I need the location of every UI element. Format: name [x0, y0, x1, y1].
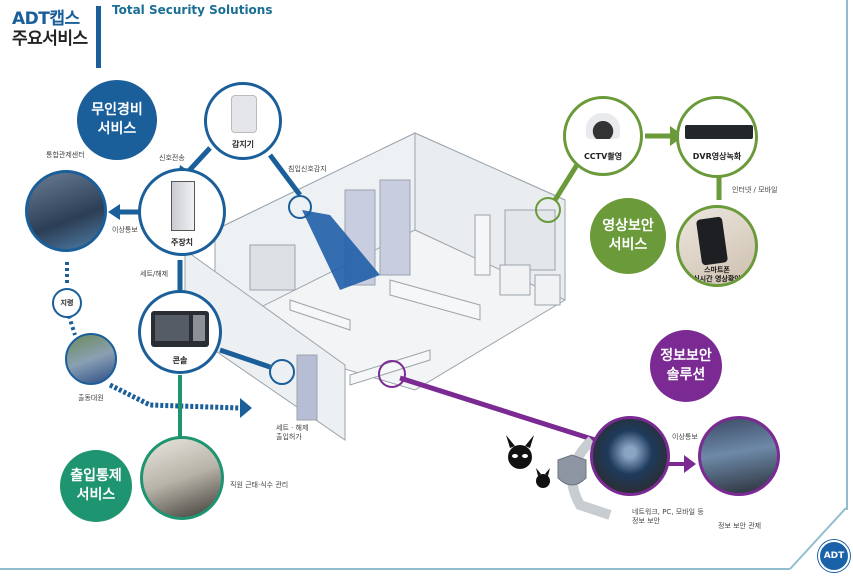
service-title-line2: 서비스	[97, 121, 137, 137]
adt-logo: ADT	[818, 540, 850, 572]
controller-label: 주장치	[170, 238, 194, 247]
set-release-entry-label: 세트 · 해제 출입허가	[276, 424, 308, 442]
cctv-spot-ring	[535, 197, 561, 223]
service-title-line2: 서비스	[608, 237, 648, 253]
brand-title: ADT캡스	[12, 9, 80, 29]
desk	[349, 349, 431, 386]
set-release-entry-line1: 세트 · 해제	[276, 424, 309, 432]
reader-label: 콘솔	[172, 356, 188, 365]
malware-devil-icon	[506, 435, 534, 469]
controller-node[interactable]: 주장치	[138, 168, 226, 256]
service-title-line1: 출입통제	[70, 468, 122, 485]
network-security-photo	[590, 416, 670, 496]
window-blind	[249, 244, 296, 291]
security-control-room-photo	[698, 416, 780, 496]
smartphone-node[interactable]: 스마트폰 실시간 영상확인	[676, 205, 758, 287]
smartphone-label-line2: 실시간 영상확인	[693, 275, 741, 284]
employees-label: 직원 근태·식수 관리	[230, 481, 289, 489]
desk	[289, 299, 351, 331]
pc-spot-ring	[378, 360, 406, 388]
video-security-service-badge[interactable]: 영상보안 서비스	[590, 198, 666, 274]
netsec-label-line1: 네트워크, PC, 모바일 등	[632, 508, 704, 516]
sec-control-label: 정보 보안 관제	[718, 522, 762, 530]
motion-sensor-device-icon	[231, 95, 257, 133]
connector-pc-infosec	[399, 375, 596, 443]
service-title-line2: 솔루션	[666, 367, 706, 383]
order-label: 지령	[60, 299, 74, 307]
smartphone-icon	[695, 216, 729, 266]
reader-node[interactable]: 콘솔	[138, 290, 222, 374]
smartphone-label-line1: 스마트폰	[704, 266, 730, 274]
arrow-alarm-notify	[108, 204, 120, 220]
access-control-service-badge[interactable]: 출입통제 서비스	[60, 450, 132, 522]
dispatch-label: 출동대원	[78, 394, 104, 402]
frame-bottom-border	[0, 568, 790, 570]
office-illustration	[184, 132, 566, 441]
tagline: Total Security Solutions	[112, 3, 273, 17]
employees-meeting-photo	[140, 436, 224, 520]
shield-icon	[557, 454, 587, 486]
header-divider	[96, 6, 101, 68]
door	[296, 354, 318, 421]
cctv-node[interactable]: CCTV촬영	[563, 96, 643, 176]
cctv-label: CCTV촬영	[583, 152, 623, 161]
connector-room-cctv	[552, 158, 583, 202]
netsec-label-line2: 정보 보안	[632, 517, 660, 526]
window-blind	[504, 209, 556, 271]
frame-corner-diagonal	[789, 507, 847, 570]
infosec-alarm-label: 이상통보	[672, 433, 698, 441]
control-center-label: 통합관제센터	[46, 151, 85, 159]
alarm-notify-label: 이상통보	[112, 226, 138, 234]
connector-sensor-room	[268, 153, 302, 197]
table	[389, 279, 481, 321]
set-release-entry-line2: 출입허가	[276, 433, 302, 442]
dvr-node[interactable]: DVR영상녹화	[676, 96, 758, 178]
connector-reader-door	[219, 347, 271, 370]
service-title-line2: 서비스	[76, 487, 116, 503]
signal-tx-label: 신호전송	[159, 154, 185, 162]
sensor-node[interactable]: 감지기	[204, 82, 282, 160]
service-title-line1: 영상보안	[602, 218, 654, 235]
internet-mobile-label: 인터넷 / 모바일	[732, 186, 778, 194]
arrow-infosec-control	[684, 455, 696, 473]
control-center-photo	[25, 170, 107, 252]
sensor-spot-ring	[288, 195, 312, 219]
unmanned-security-service-badge[interactable]: 무인경비 서비스	[77, 80, 157, 160]
dispatch-photo	[65, 333, 117, 385]
page-subtitle: 주요서비스	[12, 29, 88, 49]
access-reader-device-icon	[151, 311, 209, 347]
cabinet	[534, 274, 561, 306]
arrow-dispatch	[240, 398, 252, 418]
window	[379, 179, 411, 276]
malware-devil-small-icon	[536, 468, 550, 488]
frame-right-border	[846, 0, 848, 510]
dome-camera-icon	[586, 113, 620, 139]
netsec-label: 네트워크, PC, 모바일 등 정보 보안	[632, 508, 704, 526]
set-release-label: 세트/해제	[140, 270, 169, 278]
service-title-line1: 정보보안	[660, 348, 712, 365]
sensor-detection-beam	[302, 210, 380, 290]
control-panel-device-icon	[171, 181, 195, 231]
dvr-label: DVR영상녹화	[692, 152, 742, 161]
open-door	[474, 214, 491, 276]
infosec-solution-service-badge[interactable]: 정보보안 솔루션	[650, 330, 722, 402]
dvr-recorder-icon	[685, 125, 753, 139]
intrusion-detect-label: 침입신호감지	[288, 165, 327, 173]
dotted-connector-dispatch-door	[108, 382, 241, 411]
sensor-label: 감지기	[231, 140, 255, 149]
order-node: 지령	[52, 288, 82, 318]
reader-spot-ring	[269, 359, 295, 385]
dotted-connector-order-dispatch	[65, 309, 77, 336]
cabinet	[499, 264, 531, 296]
service-title-line1: 무인경비	[91, 102, 143, 119]
